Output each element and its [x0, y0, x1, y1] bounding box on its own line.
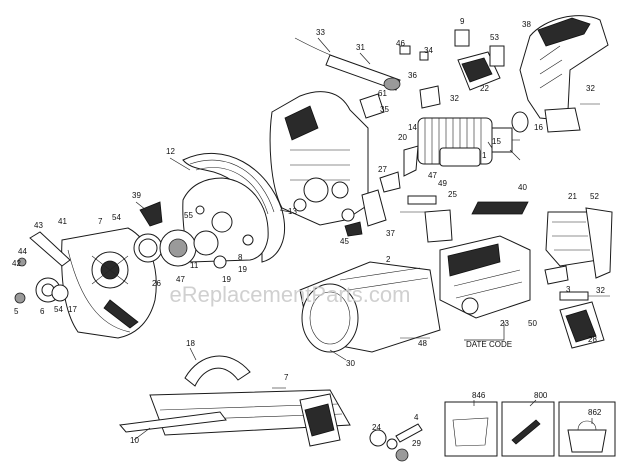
callout-49: 49	[438, 179, 447, 188]
base-plate	[149, 355, 351, 447]
callout-35: 35	[380, 105, 389, 114]
callout-12: 12	[166, 147, 175, 156]
rip-fence	[119, 411, 227, 433]
screws	[272, 103, 600, 389]
callout-39: 39	[132, 191, 141, 200]
motor-can	[439, 235, 531, 319]
brush-holder-assembly	[454, 29, 505, 91]
callout-42: 42	[12, 259, 21, 268]
gear-case	[545, 207, 613, 279]
shaft-assembly	[294, 37, 401, 91]
callout-54: 54	[54, 305, 63, 314]
callout-52: 52	[590, 192, 599, 201]
callout-37: 37	[386, 229, 395, 238]
callout-22: 22	[480, 84, 489, 93]
callout-15: 15	[492, 137, 501, 146]
callout-33: 33	[316, 28, 325, 37]
date-code-label: DATE CODE	[466, 340, 512, 349]
callout-28: 28	[588, 335, 597, 344]
right-small-parts	[544, 265, 610, 301]
callout-30: 30	[346, 359, 355, 368]
callout-862: 862	[588, 408, 602, 417]
callout-32: 32	[450, 94, 459, 103]
callout-48: 48	[418, 339, 427, 348]
callout-800: 800	[534, 391, 548, 400]
callout-846: 846	[472, 391, 486, 400]
callout-31: 31	[356, 43, 365, 52]
callout-11: 11	[190, 261, 199, 270]
blade-hardware	[14, 201, 227, 304]
callout-14: 14	[408, 123, 417, 132]
small-parts	[344, 45, 453, 243]
motor-housing	[269, 91, 369, 226]
callout-2: 2	[386, 255, 391, 264]
callout-19: 19	[238, 265, 247, 274]
leader-lines	[133, 37, 593, 441]
callout-3: 3	[566, 285, 571, 294]
callout-47b: 47	[176, 275, 185, 284]
callout-26: 26	[152, 279, 161, 288]
callout-45: 45	[340, 237, 349, 246]
callout-38: 38	[522, 20, 531, 29]
callout-25: 25	[448, 190, 457, 199]
callout-43: 43	[34, 221, 43, 230]
bevel-lever	[369, 423, 423, 462]
callout-41: 41	[58, 217, 67, 226]
label-plate	[471, 201, 529, 215]
field-coil	[439, 147, 481, 167]
callout-9: 9	[460, 17, 465, 26]
callout-27: 27	[378, 165, 387, 174]
callout-19b: 19	[222, 275, 231, 284]
callout-5: 5	[14, 307, 19, 316]
callout-16: 16	[534, 123, 543, 132]
lower-motor-casing	[299, 261, 441, 353]
callout-21: 21	[568, 192, 577, 201]
callout-24: 24	[372, 423, 381, 432]
callout-40: 40	[518, 183, 527, 192]
callout-1: 1	[482, 151, 487, 160]
callout-23: 23	[500, 319, 509, 328]
callout-36: 36	[408, 71, 417, 80]
callout-47: 47	[428, 171, 437, 180]
callout-10: 10	[130, 436, 139, 445]
callout-7b: 7	[284, 373, 289, 382]
callout-20: 20	[398, 133, 407, 142]
accessory-box-846	[444, 401, 498, 457]
callout-7: 7	[98, 217, 103, 226]
callout-29: 29	[412, 439, 421, 448]
watermark-text: eReplacementParts.com	[170, 282, 411, 307]
callout-61: 61	[378, 89, 387, 98]
callout-8: 8	[238, 253, 243, 262]
callout-6: 6	[40, 307, 45, 316]
callout-4: 4	[414, 413, 419, 422]
callout-44: 44	[18, 247, 27, 256]
callout-50: 50	[528, 319, 537, 328]
callout-18: 18	[186, 339, 195, 348]
end-cap	[559, 301, 605, 349]
callout-32b: 32	[586, 84, 595, 93]
accessory-boxes	[444, 401, 616, 457]
callout-34: 34	[424, 46, 433, 55]
callout-53: 54	[112, 213, 121, 222]
handle	[519, 15, 609, 133]
callout-51: 53	[490, 33, 499, 42]
callout-17: 17	[68, 305, 77, 314]
callout-46: 46	[396, 39, 405, 48]
callout-13: 13	[288, 207, 297, 216]
callout-55: 55	[184, 211, 193, 220]
callout-32c: 32	[596, 286, 605, 295]
part-callouts: 33 31 46 34 9 53 38 36 61 32 22 32 35 14…	[12, 17, 605, 448]
